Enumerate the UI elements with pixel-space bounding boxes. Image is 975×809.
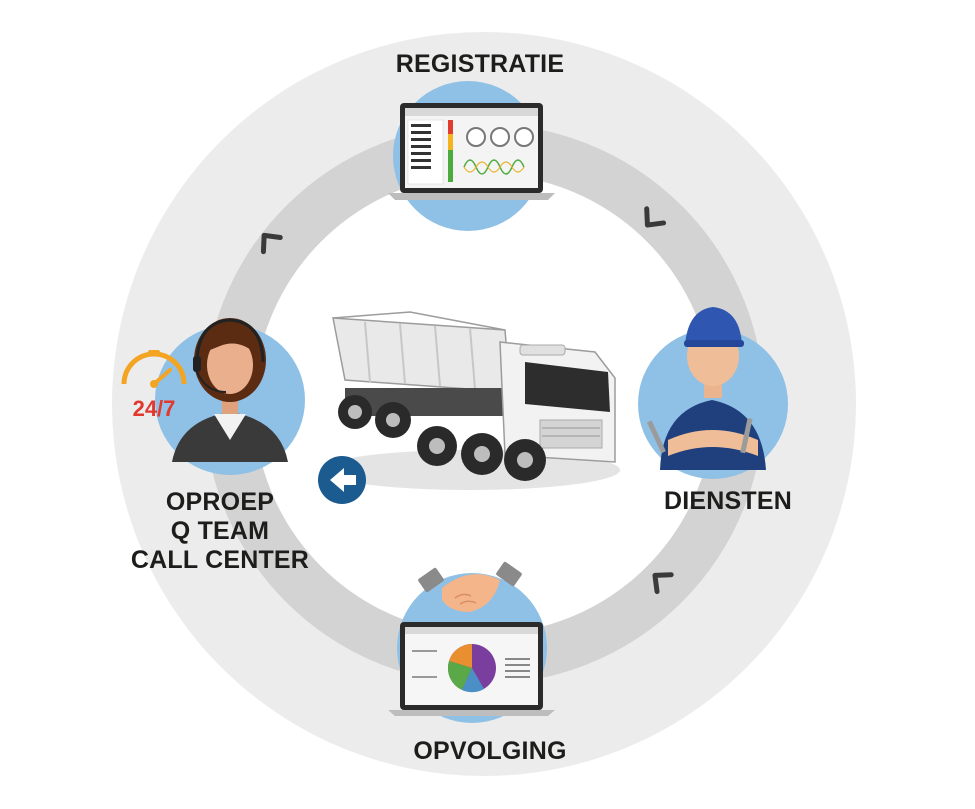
chevron-icon-bottom-right [652, 572, 674, 595]
laptop-pie-chart-icon [388, 622, 555, 716]
step-label-oproep-line-3: CALL CENTER [130, 546, 310, 574]
step-label-oproep: OPROEP Q TEAM CALL CENTER [105, 488, 335, 575]
step-label-oproep-line-2: Q TEAM [170, 517, 270, 545]
registration-illustration [388, 81, 555, 231]
handshake-icon [418, 561, 522, 612]
services-illustration [638, 307, 788, 479]
arrow-left-icon [318, 456, 366, 504]
step-label-registratie: REGISTRATIE [395, 50, 565, 78]
follow-up-illustration [388, 561, 555, 723]
mechanic-icon [647, 307, 766, 470]
badge-24-7: 24/7 [133, 396, 176, 421]
clock-24-7-icon: 24/7 [121, 350, 187, 421]
call-center-agent-icon [172, 318, 288, 462]
chevron-icon-top-left [260, 232, 283, 255]
dump-truck-icon [320, 311, 620, 490]
step-label-diensten: DIENSTEN [663, 487, 792, 515]
laptop-dashboard-icon [388, 103, 555, 200]
step-label-opvolging: OPVOLGING [413, 737, 567, 765]
call-center-illustration: 24/7 [121, 318, 305, 475]
step-label-oproep-line-1: OPROEP [165, 488, 275, 516]
chevron-icon-top-right [644, 206, 667, 228]
